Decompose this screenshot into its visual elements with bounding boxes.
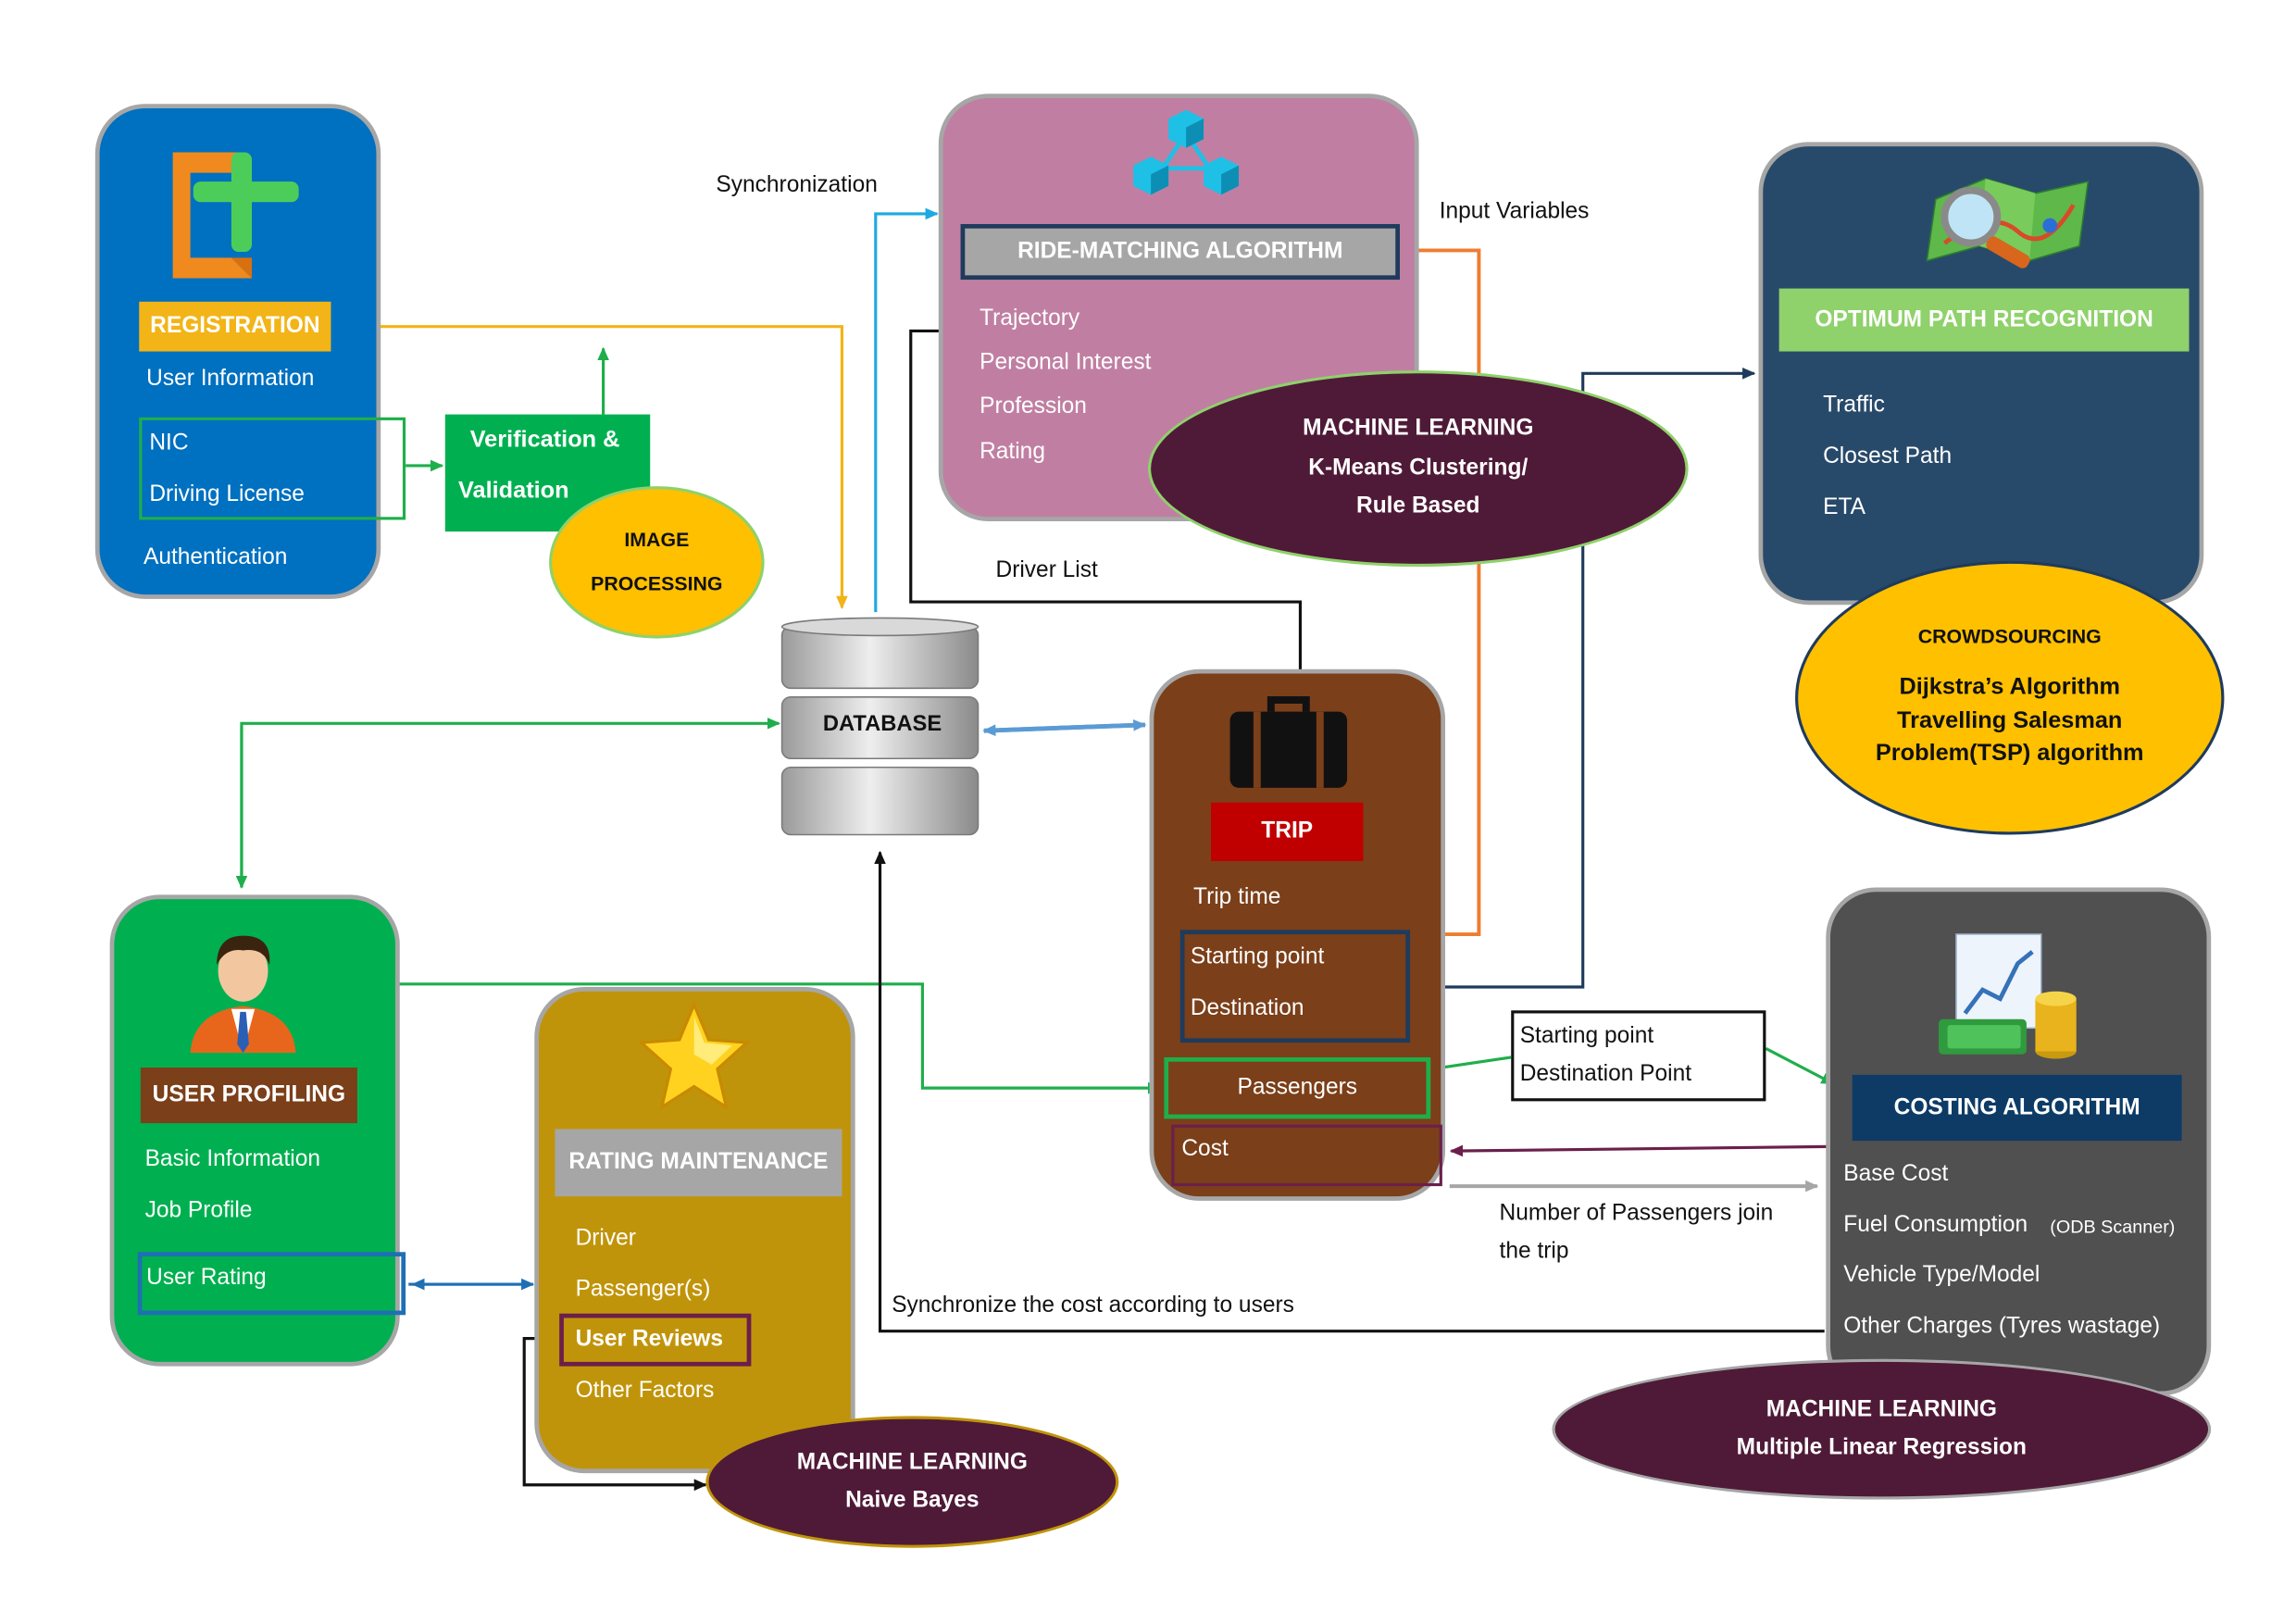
label-synchronization: Synchronization bbox=[716, 172, 878, 198]
costing-title: COSTING ALGORITHM bbox=[1852, 1074, 2182, 1142]
crowdsourcing-line3: Problem(TSP) algorithm bbox=[1875, 741, 2144, 767]
user-profiling-item-user-rating: User Rating bbox=[146, 1265, 267, 1291]
trip-item-cost: Cost bbox=[1181, 1136, 1229, 1162]
costing-item-other-charges: Other Charges (Tyres wastage) bbox=[1843, 1313, 2161, 1339]
rating-item-passengers: Passenger(s) bbox=[575, 1277, 711, 1303]
registration-panel bbox=[94, 104, 381, 599]
rating-title: RATING MAINTENANCE bbox=[555, 1129, 842, 1197]
ml-regression-oval: MACHINE LEARNING Multiple Linear Regress… bbox=[1552, 1358, 2212, 1500]
label-start-point: Starting point bbox=[1519, 1023, 1654, 1049]
costing-item-base-cost: Base Cost bbox=[1843, 1161, 1949, 1187]
costing-item-vehicle-type: Vehicle Type/Model bbox=[1843, 1262, 2040, 1288]
ml-kmeans-line3: Rule Based bbox=[1356, 493, 1480, 519]
cubes-network-icon bbox=[1133, 109, 1240, 195]
optimum-path-item-closest-path: Closest Path bbox=[1823, 443, 1953, 469]
star-icon bbox=[637, 1000, 751, 1111]
registration-item-authentication: Authentication bbox=[143, 544, 288, 570]
start-dest-box bbox=[1179, 930, 1411, 1043]
start-dest-label-box bbox=[1511, 1010, 1766, 1102]
label-input-variables: Input Variables bbox=[1439, 199, 1590, 224]
trip-title: TRIP bbox=[1210, 802, 1364, 861]
ml-regression-line1: MACHINE LEARNING bbox=[1766, 1396, 1997, 1422]
ml-regression-line2: Multiple Linear Regression bbox=[1736, 1434, 2028, 1460]
user-reviews-box bbox=[559, 1313, 752, 1367]
ride-matching-title: RIDE-MATCHING ALGORITHM bbox=[960, 223, 1401, 281]
cost-box bbox=[1171, 1124, 1442, 1187]
optimum-path-item-traffic: Traffic bbox=[1823, 392, 1885, 418]
ml-kmeans-oval: MACHINE LEARNING K-Means Clustering/ Rul… bbox=[1147, 370, 1689, 568]
trip-item-passengers: Passengers bbox=[1164, 1056, 1431, 1119]
registration-title: REGISTRATION bbox=[139, 301, 331, 352]
verification-line2: Validation bbox=[458, 479, 569, 505]
crowdsourcing-line2: Travelling Salesman bbox=[1897, 708, 2123, 733]
database-icon bbox=[780, 617, 980, 836]
crowdsourcing-title: CROWDSOURCING bbox=[1917, 626, 2102, 648]
verification-line1: Verification & bbox=[469, 427, 620, 453]
registration-item-nic: NIC bbox=[149, 430, 189, 456]
ml-naive-line1: MACHINE LEARNING bbox=[796, 1449, 1028, 1475]
user-profiling-item-basic-information: Basic Information bbox=[144, 1146, 320, 1172]
ml-kmeans-line2: K-Means Clustering/ bbox=[1308, 455, 1529, 481]
ml-naive-bayes-oval: MACHINE LEARNING Naive Bayes bbox=[705, 1416, 1119, 1548]
image-processing-line2: PROCESSING bbox=[591, 572, 723, 595]
ride-matching-item-personal-interest: Personal Interest bbox=[980, 350, 1152, 375]
label-sync-cost: Synchronize the cost according to users bbox=[892, 1293, 1294, 1318]
add-document-icon bbox=[172, 152, 299, 279]
label-number-of-passengers-2: the trip bbox=[1499, 1239, 1569, 1264]
ride-matching-item-rating: Rating bbox=[980, 439, 1045, 465]
image-processing-oval: IMAGE PROCESSING bbox=[549, 486, 765, 639]
ride-matching-item-profession: Profession bbox=[980, 394, 1087, 419]
user-rating-box bbox=[137, 1252, 406, 1316]
costing-item-odb-scanner: (ODB Scanner) bbox=[2050, 1217, 2176, 1238]
rating-item-user-reviews: User Reviews bbox=[575, 1326, 724, 1352]
costing-item-fuel-consumption: Fuel Consumption bbox=[1843, 1212, 2028, 1238]
label-destination-point: Destination Point bbox=[1519, 1061, 1692, 1087]
image-processing-line1: IMAGE bbox=[624, 529, 690, 552]
ml-naive-line2: Naive Bayes bbox=[845, 1487, 980, 1513]
nic-license-box bbox=[139, 417, 406, 520]
user-profiling-title: USER PROFILING bbox=[140, 1067, 357, 1124]
crowdsourcing-oval: CROWDSOURCING Dijkstra’s Algorithm Trave… bbox=[1795, 560, 2225, 835]
optimum-path-title: OPTIMUM PATH RECOGNITION bbox=[1778, 288, 2190, 352]
user-profiling-item-job-profile: Job Profile bbox=[144, 1197, 253, 1223]
ride-matching-item-trajectory: Trajectory bbox=[980, 306, 1080, 331]
trip-item-trip-time: Trip time bbox=[1193, 884, 1281, 910]
database-label: DATABASE bbox=[822, 711, 942, 737]
user-avatar-icon bbox=[190, 935, 296, 1054]
rating-item-driver: Driver bbox=[575, 1225, 636, 1251]
finance-chart-icon bbox=[1939, 933, 2077, 1059]
crowdsourcing-line1: Dijkstra’s Algorithm bbox=[1899, 675, 2121, 701]
trip-item-destination: Destination bbox=[1190, 995, 1304, 1021]
registration-item-driving-license: Driving License bbox=[149, 481, 305, 507]
ml-kmeans-line1: MACHINE LEARNING bbox=[1303, 416, 1534, 442]
rating-item-other-factors: Other Factors bbox=[575, 1378, 715, 1404]
label-number-of-passengers-1: Number of Passengers join bbox=[1499, 1200, 1774, 1226]
optimum-path-item-eta: ETA bbox=[1823, 494, 1866, 520]
label-driver-list: Driver List bbox=[995, 557, 1098, 583]
map-magnifier-icon bbox=[1926, 178, 2090, 269]
trip-item-starting-point: Starting point bbox=[1190, 944, 1325, 970]
registration-item-user-information: User Information bbox=[146, 366, 315, 392]
luggage-icon bbox=[1229, 696, 1348, 788]
